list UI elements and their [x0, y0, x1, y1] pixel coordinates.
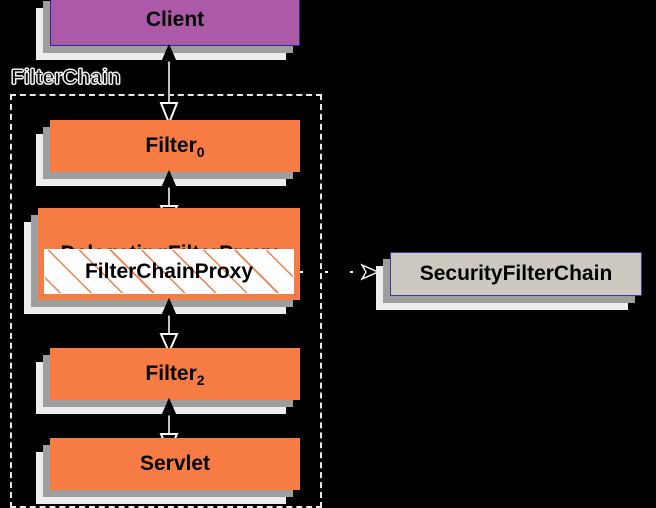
- filter-0-label-text: Filter: [145, 134, 197, 157]
- node-delegating-filter-proxy[interactable]: DelegatingFilterProxy FilterChainProxy: [24, 208, 300, 314]
- filter-2-label: Filter2: [145, 362, 205, 388]
- servlet-label: Servlet: [139, 452, 211, 475]
- dfp-face: DelegatingFilterProxy FilterChainProxy: [38, 208, 300, 300]
- filter-0-face: Filter0: [50, 120, 300, 172]
- filter-0-label: Filter0: [145, 134, 205, 160]
- node-client[interactable]: Client: [36, 0, 300, 60]
- sfc-face: SecurityFilterChain: [390, 252, 642, 296]
- filter-chain-proxy-label: FilterChainProxy: [84, 259, 254, 283]
- filter-chain-group-border: [10, 94, 322, 508]
- node-filter-0[interactable]: Filter0: [36, 120, 300, 186]
- node-filter-chain-proxy[interactable]: FilterChainProxy: [44, 249, 294, 294]
- filter-0-label-subscript: 0: [196, 144, 205, 160]
- filter-2-label-subscript: 2: [196, 372, 205, 388]
- filter-2-label-text: Filter: [145, 362, 197, 385]
- edge-client-filter0: [157, 43, 181, 126]
- client-face: Client: [50, 0, 300, 46]
- security-filter-chain-label: SecurityFilterChain: [419, 262, 613, 285]
- filter-2-face: Filter2: [50, 348, 300, 400]
- node-filter-2[interactable]: Filter2: [36, 348, 300, 414]
- client-label: Client: [145, 8, 205, 31]
- node-servlet[interactable]: Servlet: [36, 438, 300, 504]
- edge-dfp-filter2: [157, 297, 181, 355]
- filter-chain-group-label: FilterChain: [11, 66, 122, 90]
- edge-filterchainproxy-securityfilterchain: [300, 262, 382, 282]
- node-security-filter-chain[interactable]: SecurityFilterChain: [376, 252, 642, 310]
- servlet-face: Servlet: [50, 438, 300, 490]
